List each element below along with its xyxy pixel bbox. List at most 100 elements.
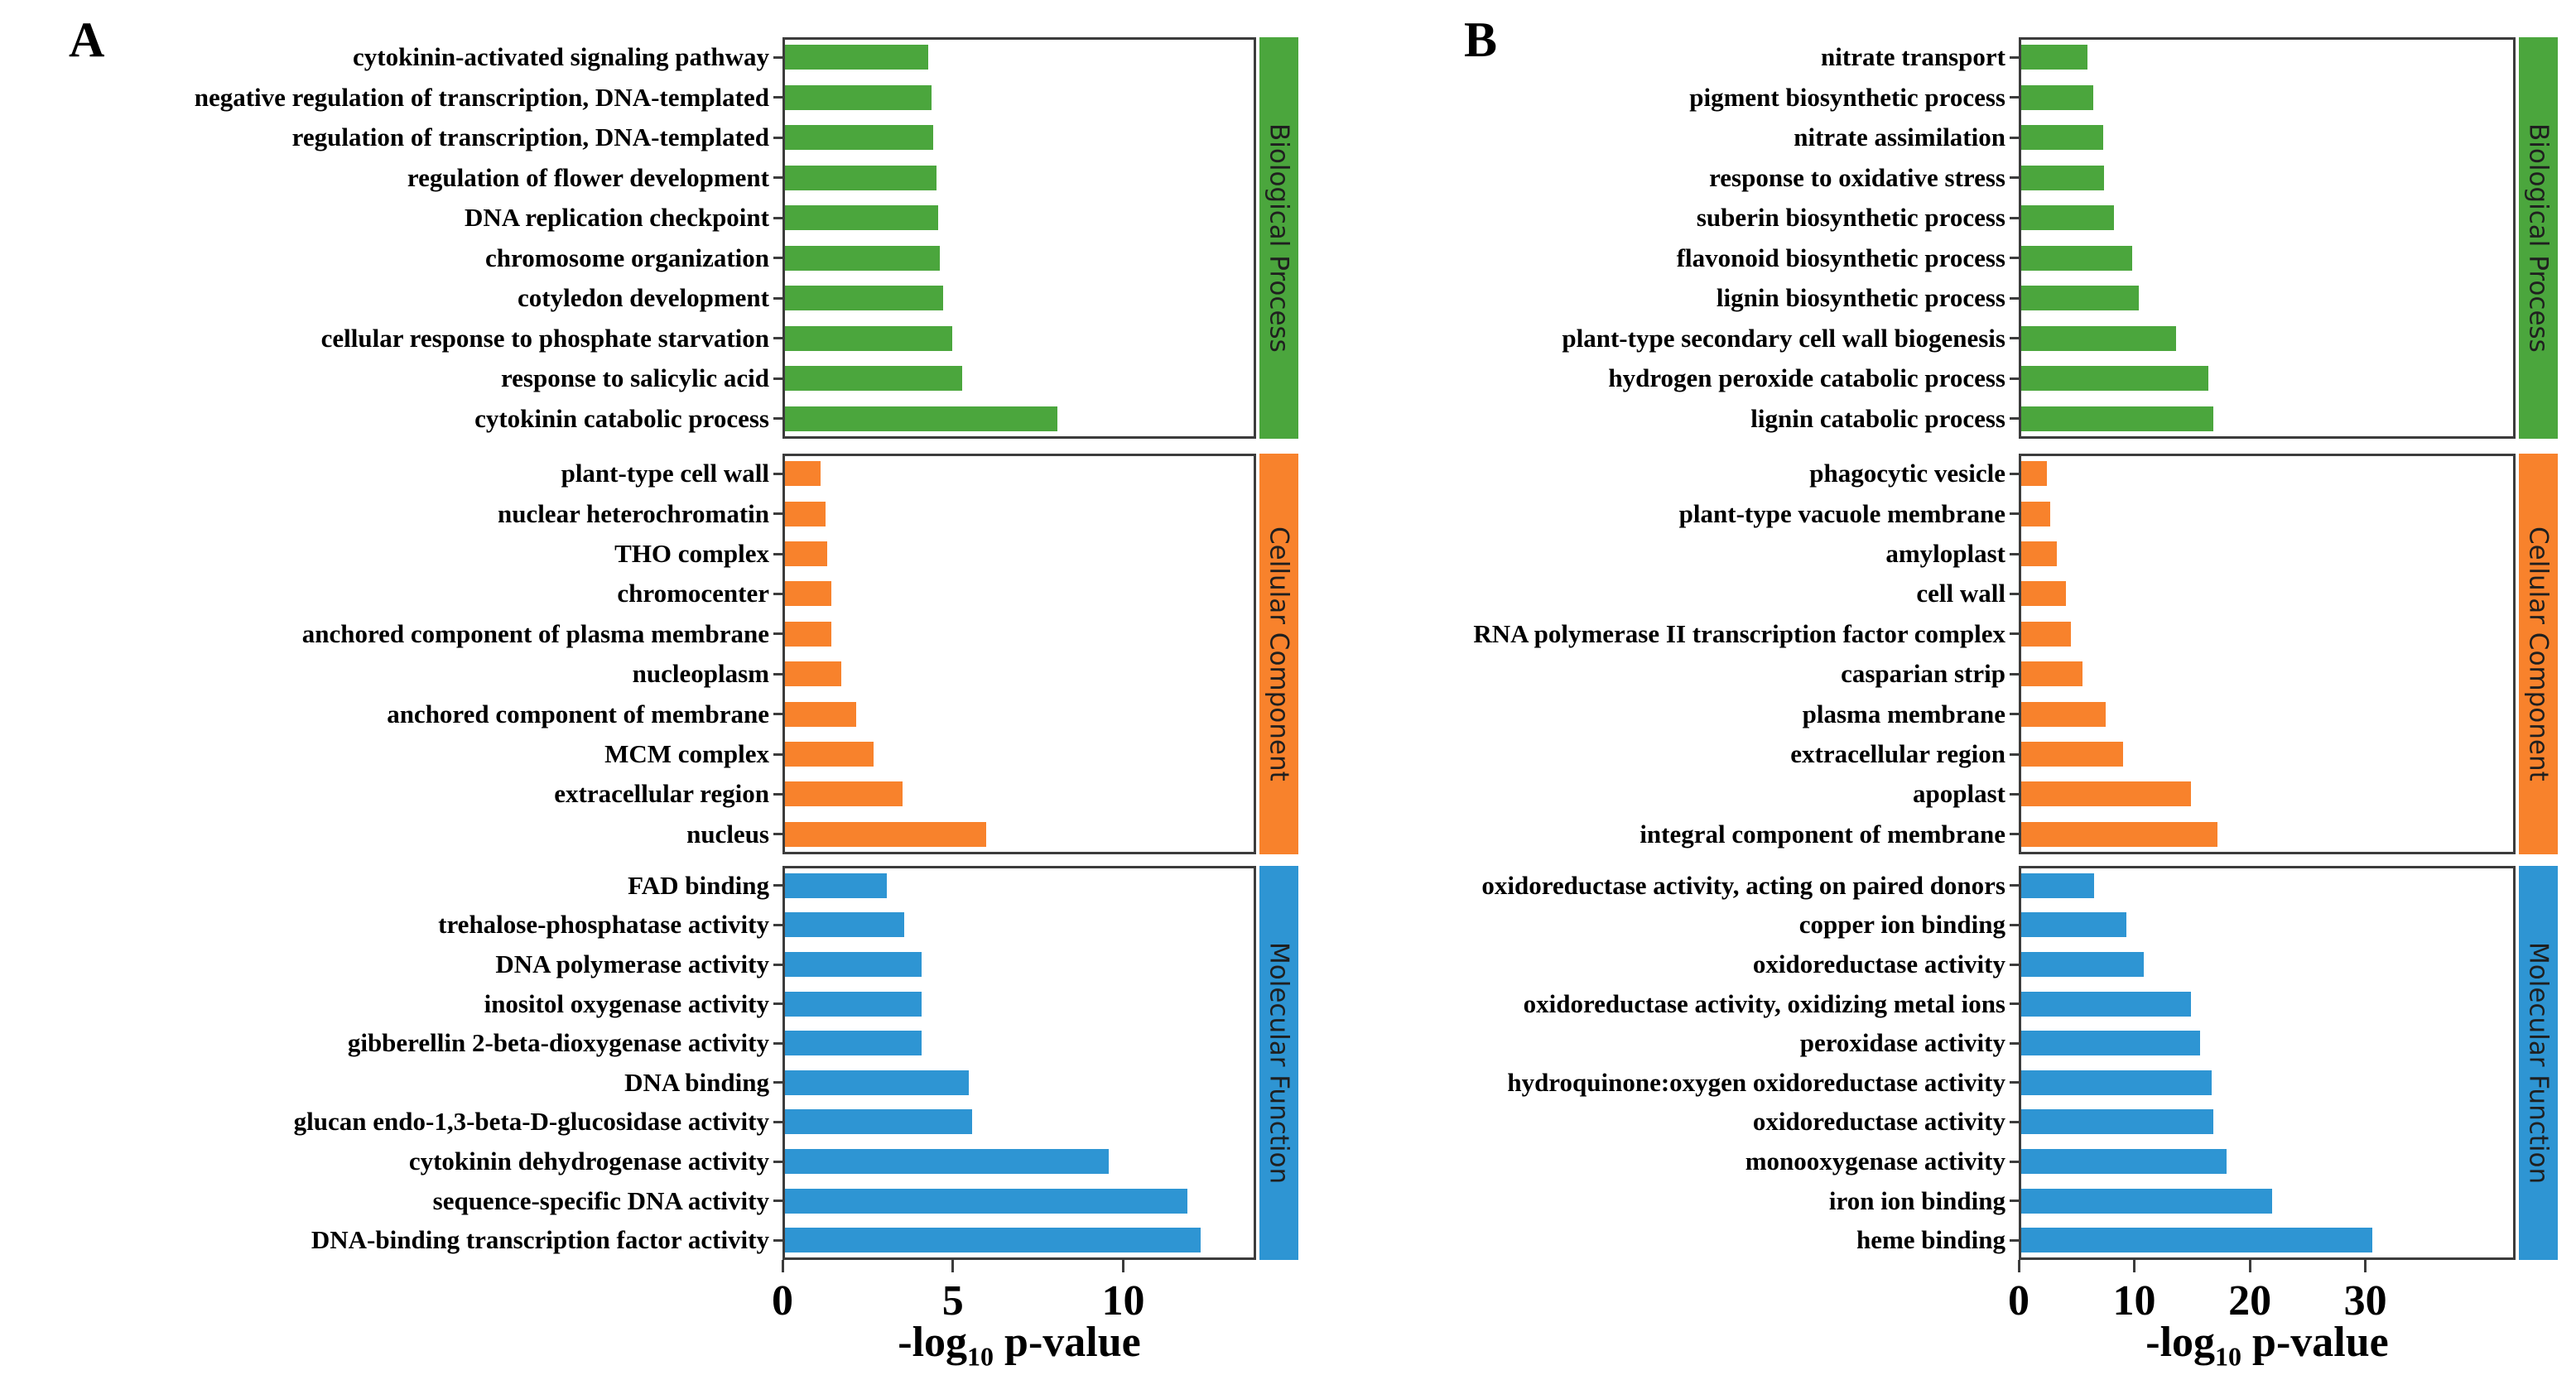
category-label: THO complex bbox=[614, 539, 769, 568]
bar bbox=[785, 1149, 1109, 1174]
bar bbox=[785, 581, 831, 607]
y-tick-mark bbox=[2010, 55, 2019, 59]
y-tick-mark bbox=[773, 713, 782, 716]
category-label: plasma membrane bbox=[1802, 699, 2005, 728]
bar bbox=[2021, 125, 2103, 151]
bar bbox=[2021, 366, 2208, 392]
bar bbox=[785, 701, 856, 727]
bar bbox=[2021, 1070, 2212, 1095]
y-tick-mark bbox=[2010, 1002, 2019, 1006]
x-axis-title: -log10 p-value bbox=[898, 1318, 1140, 1372]
category-label: apoplast bbox=[1913, 779, 2005, 809]
y-tick-mark bbox=[2010, 1120, 2019, 1123]
bar bbox=[785, 406, 1057, 431]
y-tick-mark bbox=[773, 884, 782, 887]
x-axis-title-prefix: -log bbox=[898, 1319, 968, 1366]
y-tick-mark bbox=[773, 55, 782, 59]
y-tick-mark bbox=[2010, 923, 2019, 926]
category-label: plant-type secondary cell wall biogenesi… bbox=[1562, 323, 2005, 353]
bar bbox=[2021, 165, 2104, 190]
section-sidebar: Biological Process bbox=[1259, 37, 1298, 439]
bar bbox=[785, 45, 928, 70]
section-sidebar: Molecular Function bbox=[2519, 866, 2558, 1260]
y-tick-mark bbox=[2010, 1081, 2019, 1084]
category-label: monooxygenase activity bbox=[1745, 1147, 2005, 1175]
category-label: FAD binding bbox=[628, 870, 769, 900]
category-label: chromosome organization bbox=[485, 243, 769, 272]
bar bbox=[2021, 501, 2050, 526]
plot-box-b-2 bbox=[2019, 866, 2516, 1260]
bar bbox=[785, 1228, 1201, 1253]
bar bbox=[785, 125, 933, 151]
bar bbox=[2021, 325, 2176, 351]
x-tick-label: 30 bbox=[2343, 1277, 2387, 1325]
category-label: lignin biosynthetic process bbox=[1716, 283, 2005, 313]
y-tick-mark bbox=[773, 592, 782, 595]
category-label: DNA polymerase activity bbox=[495, 950, 769, 978]
category-label: nitrate assimilation bbox=[1794, 123, 2005, 152]
x-tick-mark bbox=[2133, 1260, 2136, 1272]
bar bbox=[785, 781, 903, 807]
bar bbox=[2021, 991, 2191, 1017]
x-tick-label: 0 bbox=[2008, 1277, 2030, 1325]
section-title: Molecular Function bbox=[2523, 941, 2554, 1185]
y-tick-mark bbox=[773, 1120, 782, 1123]
category-label: inositol oxygenase activity bbox=[484, 988, 769, 1018]
y-tick-mark bbox=[2010, 472, 2019, 475]
bar bbox=[785, 1109, 972, 1135]
category-label: plant-type cell wall bbox=[561, 459, 769, 488]
y-tick-mark bbox=[773, 963, 782, 966]
bar bbox=[2021, 1228, 2372, 1253]
bar bbox=[785, 165, 937, 190]
bar bbox=[785, 205, 938, 231]
bar bbox=[2021, 286, 2139, 311]
x-tick-label: 20 bbox=[2228, 1277, 2272, 1325]
category-label: oxidoreductase activity, oxidizing metal… bbox=[1523, 988, 2005, 1018]
y-tick-mark bbox=[773, 1238, 782, 1242]
category-label: peroxidase activity bbox=[1799, 1028, 2005, 1058]
category-label: regulation of transcription, DNA-templat… bbox=[291, 123, 769, 152]
bar bbox=[785, 952, 922, 977]
y-tick-mark bbox=[2010, 216, 2019, 219]
bar bbox=[785, 873, 887, 898]
y-tick-mark bbox=[2010, 592, 2019, 595]
y-tick-mark bbox=[2010, 1160, 2019, 1163]
y-tick-mark bbox=[2010, 884, 2019, 887]
section-title: Molecular Function bbox=[1264, 941, 1294, 1185]
category-label: cell wall bbox=[1916, 579, 2005, 608]
y-tick-mark bbox=[2010, 1200, 2019, 1203]
category-label: trehalose-phosphatase activity bbox=[438, 910, 769, 940]
bar bbox=[785, 366, 962, 392]
category-label: anchored component of membrane bbox=[387, 699, 769, 728]
x-axis-title-prefix: -log bbox=[2145, 1319, 2216, 1366]
category-label: casparian strip bbox=[1841, 659, 2005, 689]
bar bbox=[2021, 742, 2123, 767]
y-tick-mark bbox=[2010, 417, 2019, 421]
category-label: cotyledon development bbox=[518, 283, 769, 313]
category-label: DNA binding bbox=[624, 1067, 769, 1097]
category-label: response to oxidative stress bbox=[1709, 162, 2005, 192]
section-sidebar: Cellular Component bbox=[2519, 454, 2558, 854]
y-tick-mark bbox=[773, 257, 782, 260]
bar bbox=[785, 1070, 969, 1095]
category-label: negative regulation of transcription, DN… bbox=[194, 82, 769, 112]
x-tick-mark bbox=[2364, 1260, 2367, 1272]
bar bbox=[2021, 1031, 2200, 1056]
y-tick-mark bbox=[2010, 176, 2019, 180]
bar bbox=[785, 541, 827, 566]
bar bbox=[785, 461, 821, 487]
category-label: iron ion binding bbox=[1828, 1185, 2005, 1215]
category-label: cytokinin dehydrogenase activity bbox=[408, 1147, 769, 1175]
category-label: nitrate transport bbox=[1821, 42, 2005, 72]
category-label: nucleoplasm bbox=[632, 659, 769, 689]
y-tick-mark bbox=[773, 792, 782, 796]
bar bbox=[2021, 1149, 2227, 1174]
bar bbox=[2021, 952, 2144, 977]
y-tick-mark bbox=[2010, 296, 2019, 300]
y-tick-mark bbox=[773, 552, 782, 555]
bar bbox=[2021, 406, 2213, 431]
category-label: response to salicylic acid bbox=[500, 363, 769, 393]
bar bbox=[785, 991, 922, 1017]
y-tick-mark bbox=[773, 632, 782, 636]
